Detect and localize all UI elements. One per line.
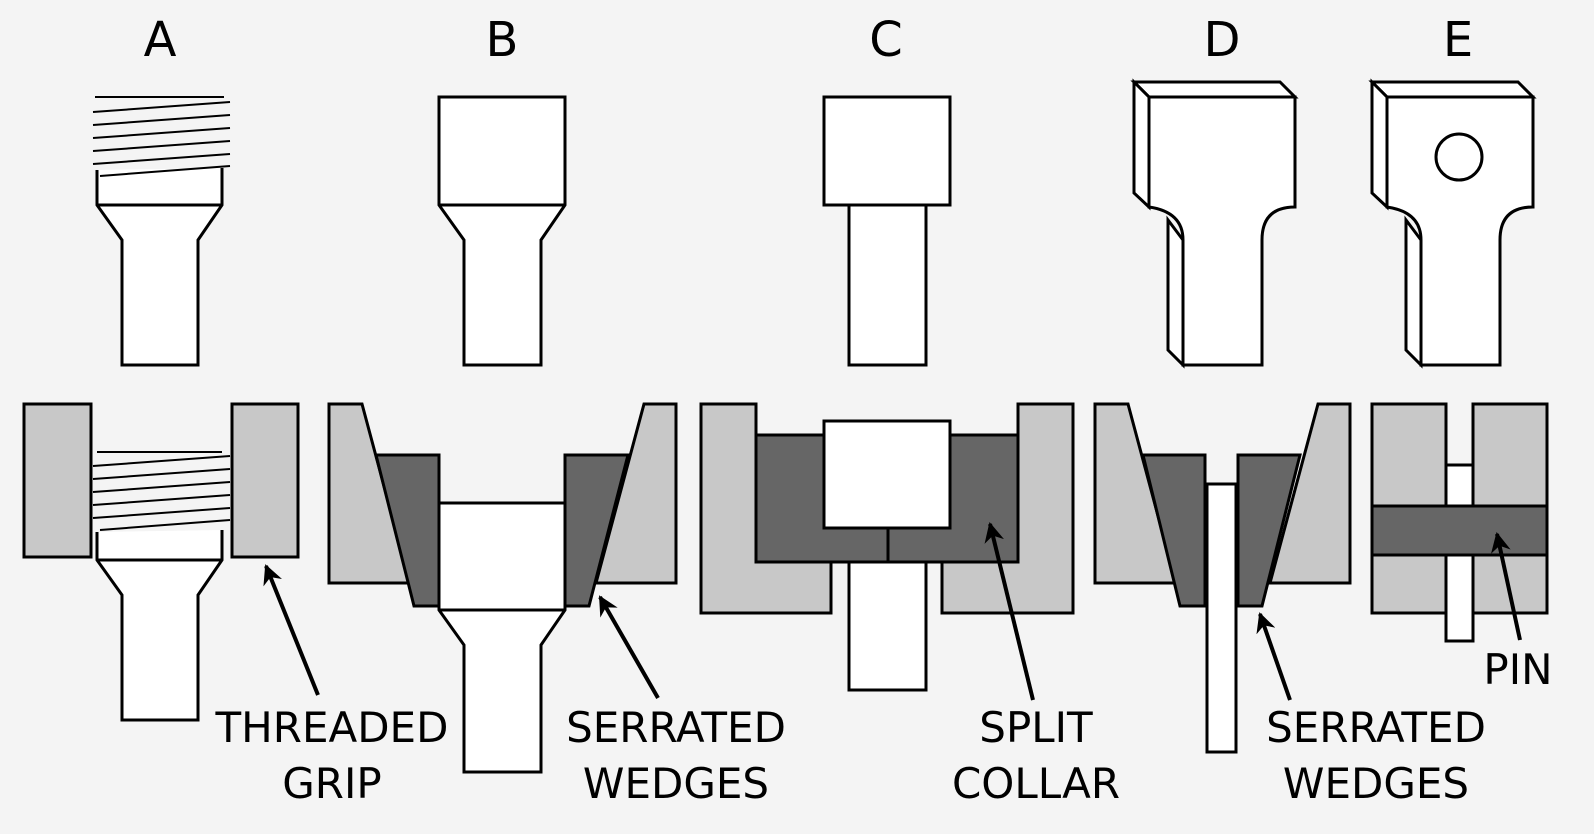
panel-b-serrated-wedges: SERRATED WEDGES xyxy=(327,95,786,808)
caption-threaded: THREADED xyxy=(215,703,449,752)
panel-a-threaded-grip: THREADED GRIP xyxy=(22,96,449,808)
caption-wedges: WEDGES xyxy=(1283,759,1469,808)
arrow-icon xyxy=(1491,532,1522,641)
wedge-left xyxy=(1141,453,1207,608)
arrow-icon xyxy=(263,564,320,696)
caption-serrated: SERRATED xyxy=(566,703,786,752)
panel-d-label: D xyxy=(1204,12,1241,68)
flat-specimen-top xyxy=(1130,78,1299,369)
grip-right xyxy=(230,402,300,559)
flat-specimen xyxy=(1205,482,1238,754)
panel-a-label: A xyxy=(144,12,177,68)
grip-left xyxy=(22,402,93,559)
specimen-head xyxy=(822,419,952,530)
caption-collar: COLLAR xyxy=(952,759,1120,808)
panel-c-split-collar: SPLIT COLLAR xyxy=(699,95,1120,808)
arrow-icon xyxy=(984,522,1035,701)
panel-e-label: E xyxy=(1443,12,1473,68)
caption-grip: GRIP xyxy=(282,759,381,808)
wedge-right xyxy=(1236,453,1302,608)
grip-right xyxy=(594,402,678,585)
arrow-icon xyxy=(598,595,660,699)
caption-serrated: SERRATED xyxy=(1266,703,1486,752)
arrow-icon xyxy=(1256,612,1292,701)
panel-b-label: B xyxy=(486,12,519,68)
specimen-head-top xyxy=(822,95,952,207)
specimen-shank-top xyxy=(847,203,928,367)
specimen-top xyxy=(437,95,567,367)
pin xyxy=(1370,504,1549,557)
specimen-gripped xyxy=(437,501,567,774)
panel-c-label: C xyxy=(869,12,903,68)
panel-d-serrated-wedges-flat: SERRATED WEDGES xyxy=(1093,78,1486,808)
specimen-shank xyxy=(847,560,928,692)
caption-split: SPLIT xyxy=(979,703,1093,752)
caption-pin: PIN xyxy=(1483,645,1552,694)
pin-hole xyxy=(1434,132,1484,182)
pinned-specimen-top xyxy=(1368,78,1537,369)
grip-right xyxy=(1268,402,1352,585)
threaded-specimen-gripped xyxy=(92,451,231,722)
panel-e-pin: PIN xyxy=(1368,78,1553,694)
threaded-specimen-top xyxy=(92,96,231,367)
caption-wedges: WEDGES xyxy=(583,759,769,808)
